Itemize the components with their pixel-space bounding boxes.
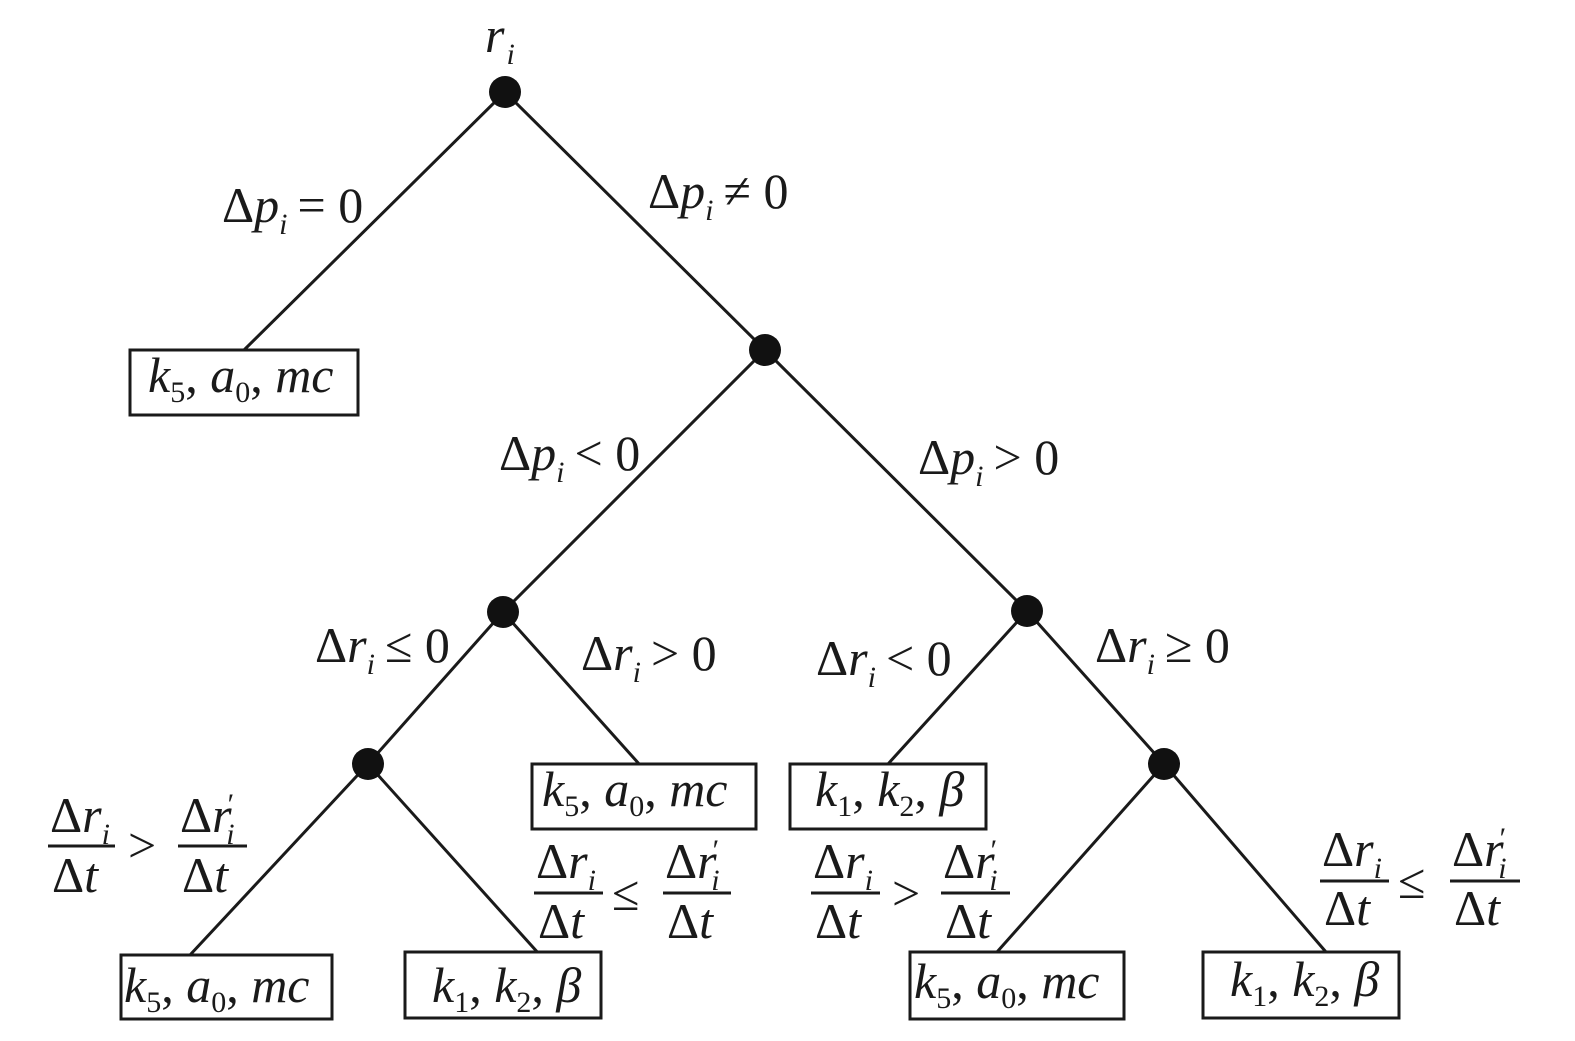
fraction-condition-gt-left: Δri Δt > Δr′i Δt [48, 787, 247, 903]
fraction-condition-le-right: Δri Δt ≤ Δr′i Δt [1320, 821, 1520, 936]
edge-n4-left [188, 762, 370, 957]
edge-n5-right [1162, 763, 1328, 953]
fraction-denominator: Δt [538, 893, 585, 949]
leaf-label: k1, k2, β [432, 957, 581, 1019]
edge-root-left [240, 90, 507, 354]
leaf-box [530, 762, 758, 831]
fraction-numerator: Δri [536, 833, 596, 897]
decision-node [1148, 748, 1180, 780]
leaf-box [128, 348, 360, 417]
leaf-box [403, 950, 603, 1020]
leaf-k5-a0-mc: k5, a0, mc [908, 950, 1126, 1021]
leaf-label: k5, a0, mc [148, 347, 334, 409]
leaf-box [1201, 950, 1401, 1020]
leaf-k1-k2-beta: k1, k2, β [1201, 950, 1401, 1020]
fraction-numerator: Δr′i [943, 833, 998, 897]
fraction-numerator: Δr′i [665, 833, 720, 897]
edge-n1-left [501, 348, 767, 614]
edge-n2-left [366, 611, 505, 765]
edge-n3-right [1025, 609, 1166, 766]
fraction-condition-le-left: Δri Δt ≤ Δr′i Δt [534, 833, 731, 949]
fraction-condition-gt-right: Δri Δt > Δr′i Δt [811, 833, 1010, 949]
leaf-box [908, 950, 1126, 1021]
edge-label-dr-lt0: Δri< 0 [816, 630, 952, 694]
decision-node [749, 334, 781, 366]
edge-label-dp-lt0: Δpi< 0 [499, 425, 640, 489]
inequality-operator: ≤ [612, 865, 639, 921]
leaf-label: k5, a0, mc [124, 957, 310, 1019]
tree-edges [188, 90, 1328, 957]
decision-node [352, 748, 384, 780]
edge-n2-right [501, 610, 642, 767]
fraction-denominator: Δt [52, 847, 99, 903]
edge-root-right [503, 90, 767, 352]
edge-n3-left [886, 609, 1029, 766]
leaf-k5-a0-mc: k5, a0, mc [119, 953, 334, 1021]
leaf-k5-a0-mc: k5, a0, mc [530, 761, 758, 831]
leaf-label: k1, k2, β [1230, 951, 1379, 1013]
edge-label-dp-gt0: Δpi> 0 [918, 429, 1059, 493]
fraction-numerator: Δri [813, 833, 873, 897]
decision-node [1011, 595, 1043, 627]
root-node [489, 76, 521, 108]
inequality-operator: > [128, 817, 156, 873]
leaf-label: k5, a0, mc [914, 953, 1100, 1015]
edge-n5-left [995, 763, 1166, 953]
fraction-denominator: Δt [945, 893, 992, 949]
fraction-denominator: Δt [667, 893, 714, 949]
root-label: ri [485, 7, 515, 71]
fraction-denominator: Δt [815, 893, 862, 949]
fraction-numerator: Δri [50, 787, 110, 851]
fraction-denominator: Δt [182, 847, 229, 903]
inequality-operator: > [892, 865, 920, 921]
fraction-numerator: Δr′i [1452, 821, 1507, 885]
fraction-numerator: Δr′i [180, 787, 235, 851]
leaf-k5-a0-mc: k5, a0, mc [128, 347, 360, 417]
leaf-label: k5, a0, mc [542, 761, 728, 823]
fraction-denominator: Δt [1324, 880, 1371, 936]
edge-label-dp-ne0: Δpi≠ 0 [648, 163, 788, 227]
edge-label-dr-gt0: Δri> 0 [581, 625, 717, 689]
decision-node [487, 596, 519, 628]
leaf-box [788, 762, 988, 831]
fraction-numerator: Δri [1322, 821, 1382, 885]
leaf-box [119, 953, 334, 1021]
leaf-k1-k2-beta: k1, k2, β [788, 761, 988, 831]
fraction-denominator: Δt [1454, 880, 1501, 936]
edge-n1-right [763, 348, 1029, 613]
inequality-operator: ≤ [1398, 853, 1425, 909]
edge-label-dp-eq0: Δpi= 0 [222, 177, 363, 241]
edge-label-dr-ge0: Δri≥ 0 [1095, 617, 1230, 681]
leaf-k1-k2-beta: k1, k2, β [403, 950, 603, 1020]
tree-nodes [352, 76, 1180, 780]
leaf-label: k1, k2, β [815, 761, 964, 823]
edge-n4-right [366, 762, 542, 957]
edge-label-dr-le0: Δri≤ 0 [315, 617, 450, 681]
